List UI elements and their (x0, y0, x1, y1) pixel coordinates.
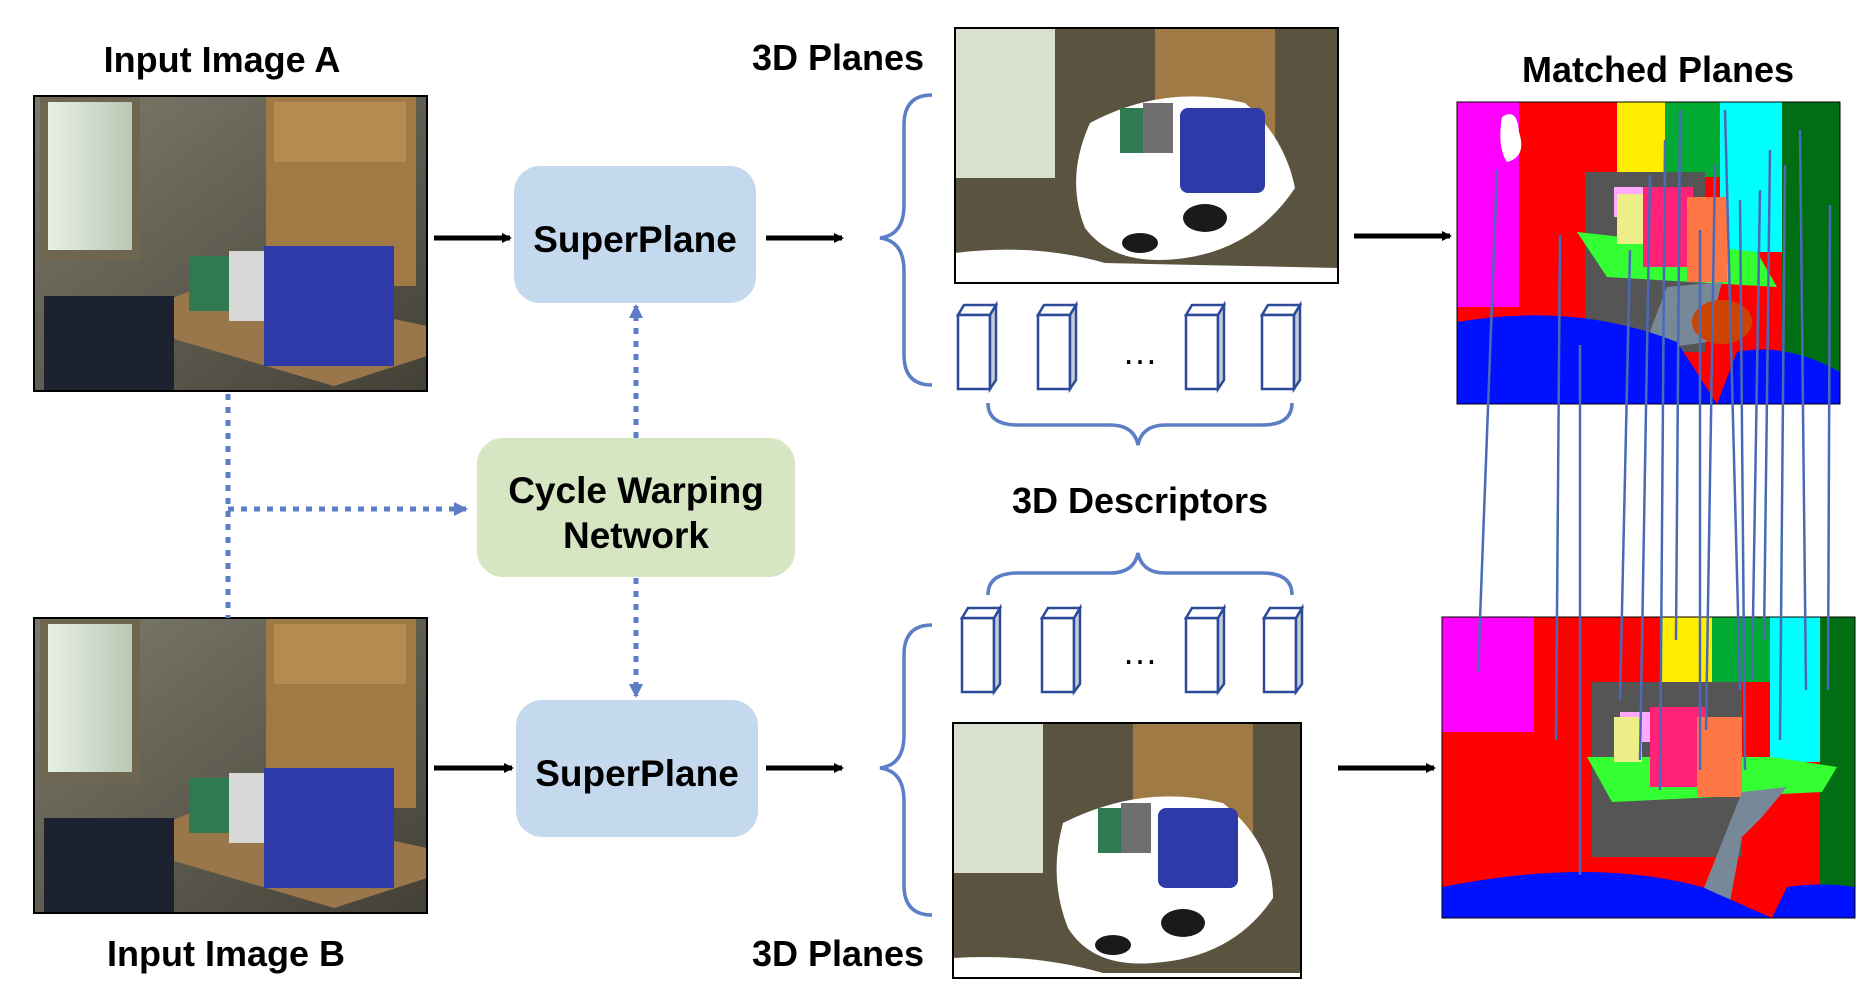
match-line (1476, 169, 1499, 673)
input-image-a (33, 95, 428, 392)
3d-planes-top-image (954, 27, 1339, 284)
descriptor-boxes-bottom (959, 603, 1305, 696)
matched-planes-label: Matched Planes (1522, 49, 1794, 90)
3d-box-icon (1035, 300, 1079, 394)
input-image-b (33, 617, 428, 914)
match-line (1826, 204, 1832, 691)
match-line (1674, 109, 1682, 641)
brace-descriptors-bottom (986, 552, 1294, 596)
superplane-top-box (514, 166, 756, 303)
dotted-connectors (225, 304, 643, 698)
match-line (1658, 139, 1667, 791)
superplane-bottom-box (516, 700, 758, 837)
3d-box-icon (1183, 300, 1227, 394)
black-arrows (434, 231, 1452, 773)
3d-planes-bottom-label: 3D Planes (752, 933, 924, 974)
match-line (1762, 149, 1772, 641)
match-line (1723, 109, 1742, 691)
3d-planes-bottom-image (952, 722, 1302, 979)
3d-box-icon (1261, 603, 1305, 696)
match-line (1704, 164, 1717, 731)
cycle-warping-label-line1: Cycle Warping (508, 470, 764, 511)
superplane-top-label: SuperPlane (533, 219, 737, 260)
3d-box-icon (955, 300, 999, 394)
match-line (1778, 164, 1787, 741)
brace-descriptors-top (986, 402, 1294, 446)
3d-planes-top-label: 3D Planes (752, 37, 924, 78)
input-image-a-label: Input Image A (104, 39, 341, 80)
match-line (1638, 174, 1652, 761)
ellipsis-bottom: … (1122, 631, 1158, 672)
3d-descriptors-label: 3D Descriptors (1012, 480, 1268, 521)
match-line (1798, 129, 1808, 691)
superplane-bottom-label: SuperPlane (535, 753, 739, 794)
3d-box-icon (1039, 603, 1083, 696)
matched-planes-bottom-image (1441, 616, 1856, 919)
descriptor-boxes-top (955, 300, 1303, 394)
3d-box-icon (1183, 603, 1227, 696)
braces (879, 93, 1294, 917)
ellipsis-top: … (1122, 331, 1158, 372)
match-line (1554, 234, 1562, 741)
cycle-warping-label-line2: Network (563, 515, 709, 556)
match-line (1750, 189, 1762, 681)
3d-box-icon (959, 603, 1003, 696)
3d-box-icon (1259, 300, 1303, 394)
match-lines (1476, 109, 1832, 875)
cycle-warping-network-box (477, 438, 795, 577)
brace-top-left (879, 93, 933, 387)
match-line (1738, 199, 1747, 771)
input-image-b-label: Input Image B (107, 933, 345, 974)
match-line (1618, 249, 1632, 701)
brace-bottom-left (879, 623, 933, 917)
